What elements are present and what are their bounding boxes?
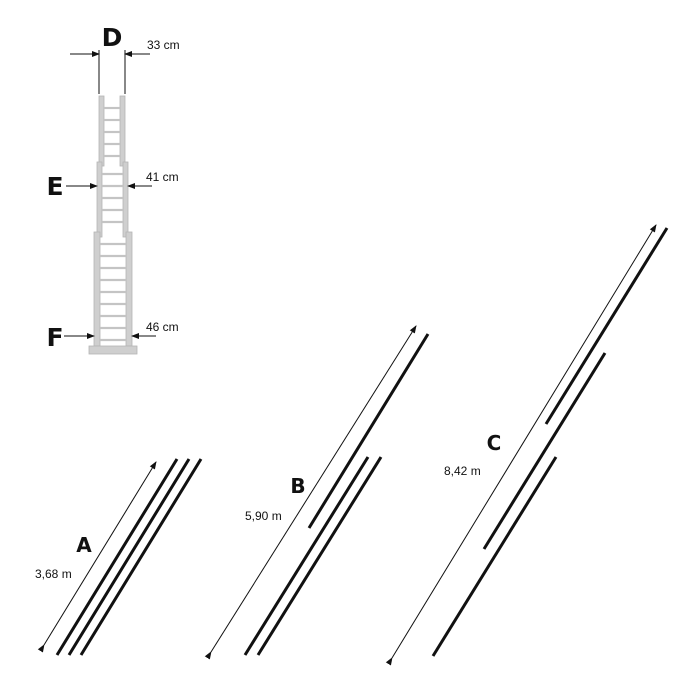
length-B: 5,90 m bbox=[245, 509, 282, 523]
label-F: F bbox=[46, 323, 63, 352]
width-top-value: 33 cm bbox=[147, 38, 180, 52]
width-bottom-value: 46 cm bbox=[146, 320, 179, 334]
width-middle-value: 41 cm bbox=[146, 170, 179, 184]
config-A: A 3,68 m bbox=[35, 458, 203, 656]
ladder-rungs bbox=[100, 106, 126, 342]
ladder-section-middle bbox=[96, 161, 129, 238]
label-B: B bbox=[290, 474, 305, 498]
label-E: E bbox=[46, 172, 63, 201]
length-A: 3,68 m bbox=[35, 567, 72, 581]
ladder-elevation bbox=[88, 95, 138, 355]
dimension-middle-width: E 41 cm bbox=[46, 170, 178, 201]
length-C: 8,42 m bbox=[444, 464, 481, 478]
label-C: C bbox=[487, 431, 502, 455]
ladder-section-bottom bbox=[88, 231, 138, 355]
label-D: D bbox=[102, 23, 123, 52]
config-B: B 5,90 m bbox=[204, 325, 430, 660]
dimension-bottom-width: F 46 cm bbox=[46, 320, 178, 352]
config-C: C 8,42 m bbox=[385, 224, 669, 666]
label-A: A bbox=[76, 533, 92, 557]
dimension-top-width: D 33 cm bbox=[70, 23, 180, 94]
